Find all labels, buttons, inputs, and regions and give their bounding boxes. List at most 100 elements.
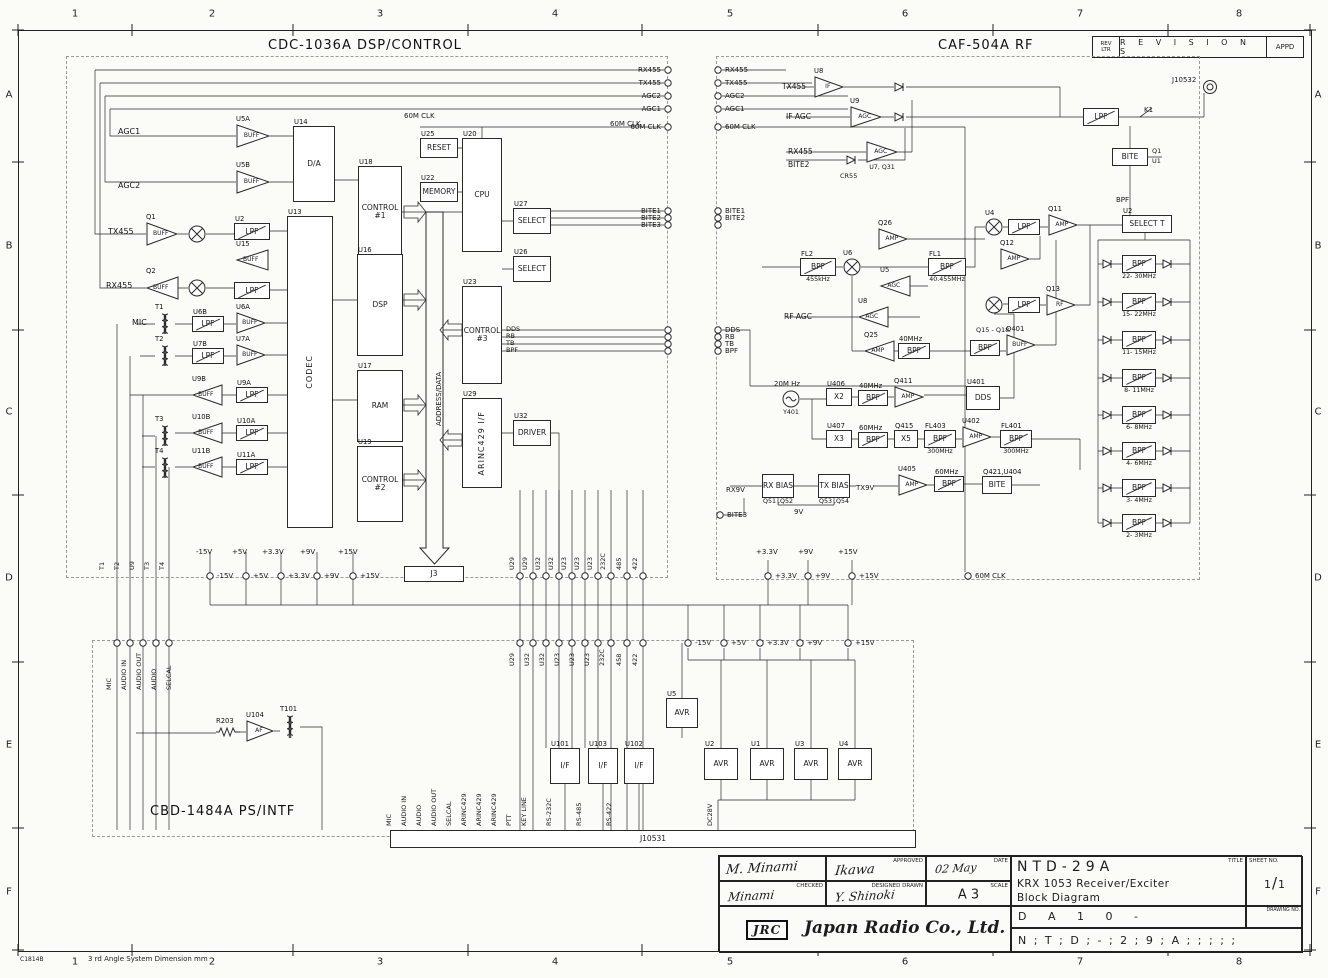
component-label: CONTROL #3 (463, 326, 501, 343)
block-u4-lpf: LPF (1008, 219, 1040, 235)
component-label: SELECT T (1129, 219, 1165, 229)
terminal (152, 639, 160, 647)
component-label: I/F (560, 761, 570, 771)
terminal (594, 639, 602, 647)
component-label: BUFF (153, 283, 169, 291)
wires-dsp (116, 127, 664, 830)
component-label: BPF (1132, 297, 1146, 307)
code-row-value: D A 1 0 - (1018, 910, 1147, 923)
component-label: CPU (474, 190, 490, 200)
grid-label: 2 (208, 956, 216, 968)
terminal (664, 92, 672, 100)
ref-designator: Q401 (1006, 325, 1025, 333)
component-label: AVR (713, 759, 729, 769)
ref-designator: Q25 (864, 331, 878, 339)
wire-label-q1-lbl: Q1 (1152, 147, 1162, 155)
wire-label-pb6: ARINC429 (460, 793, 468, 826)
terminal (714, 214, 722, 222)
wire-label-bus1-6: U23 (573, 556, 581, 570)
component-label: DSP (372, 300, 388, 310)
component-label: X5 (901, 434, 911, 444)
component-label: IF (825, 82, 831, 90)
grid-label: 6 (901, 956, 909, 968)
component-label: DDS (974, 393, 992, 403)
sheet-num: 1 (1263, 878, 1271, 892)
component-sublabel: 11- 15MHz (1122, 349, 1156, 356)
component-sublabel: 22- 30MHz (1122, 273, 1156, 280)
terminal (206, 572, 214, 580)
terminal (714, 340, 722, 348)
section-title-ps: CBD-1484A PS/INTF (150, 804, 296, 819)
cell-title: TITLE NTD-29A KRX 1053 Receiver/Exciter … (1011, 856, 1246, 906)
wires-top-signals (94, 69, 966, 572)
diode-diode-1l (1102, 259, 1114, 269)
terminal (568, 572, 576, 580)
ref-designator: U9 (850, 97, 860, 105)
diode-diode-6l (1102, 446, 1114, 456)
terminal (664, 340, 672, 348)
terminal (664, 221, 672, 229)
ref-designator: U23 (463, 278, 477, 286)
component-label: D/A (307, 159, 321, 169)
grid-label: C (1314, 406, 1322, 418)
ref-designator: U101 (551, 740, 569, 748)
component-label: BPF (940, 262, 954, 272)
ref-designator: U10B (192, 413, 211, 421)
terminal-label: -15V (695, 639, 712, 647)
rev-ltr-cell: REV LTR (1093, 37, 1120, 57)
component-label: ARINC429 I/F (476, 410, 486, 476)
terminal (664, 105, 672, 113)
cell-date: DATE 02 May (926, 856, 1011, 881)
grid-label: 6 (901, 8, 909, 20)
terminal (964, 572, 972, 580)
component-label: LPF (245, 428, 259, 438)
wire-label-lt3: T3 (143, 561, 151, 570)
wire-label-agc2: AGC2 (118, 181, 141, 190)
grid-label: D (1314, 572, 1322, 584)
component-label: SELECT (517, 264, 547, 274)
wire-label-bus1-1: U29 (508, 556, 516, 570)
transformer-t4-xfmr: T4 (155, 447, 175, 480)
wire-label-tx9v: TX9V (856, 484, 875, 492)
component-label: AGC (865, 312, 879, 320)
title-block: M. Minami APPROVED Ikawa DATE 02 May CHE… (718, 855, 1303, 953)
grid-label: C (5, 406, 13, 418)
ref-designator: U17 (358, 362, 372, 370)
component-label: BPF (942, 479, 956, 489)
component-label: TX BIAS (819, 481, 849, 491)
grid-label: 5 (726, 8, 734, 20)
cell-scale: SCALE A 3 (926, 881, 1011, 906)
resistor-r203: R203 (216, 717, 240, 738)
component-sublabel: 40.455MHz (929, 276, 965, 283)
block-rf-bite: BITE (1112, 148, 1148, 166)
grid-label: 3 (376, 956, 384, 968)
wire-label-k1: K1 (1144, 106, 1154, 114)
diode-diode-4r (1162, 373, 1174, 383)
ref-designator: U2 (235, 215, 245, 223)
wire-label-pb11: RS-232C (545, 798, 553, 826)
block-fl1-bpf: BPF FL1 40.455MHz (928, 250, 966, 283)
component-label: LPF (245, 285, 259, 295)
diode-diode-6r (1162, 446, 1174, 456)
component-label: AGC (887, 281, 901, 289)
terminal-label: BITE1 (725, 207, 746, 215)
transformer-t101-xfmr: T101 (280, 705, 300, 740)
cell-approved-sig1: M. Minami (719, 856, 826, 881)
wire-label-clk-a: 60M CLK (404, 112, 435, 120)
ref-designator: U103 (589, 740, 607, 748)
grid-label: 8 (1235, 956, 1243, 968)
terminal-label: +3.3V (767, 639, 789, 647)
ref-designator: T2 (155, 335, 164, 343)
ref-designator: FL1 (929, 250, 942, 258)
